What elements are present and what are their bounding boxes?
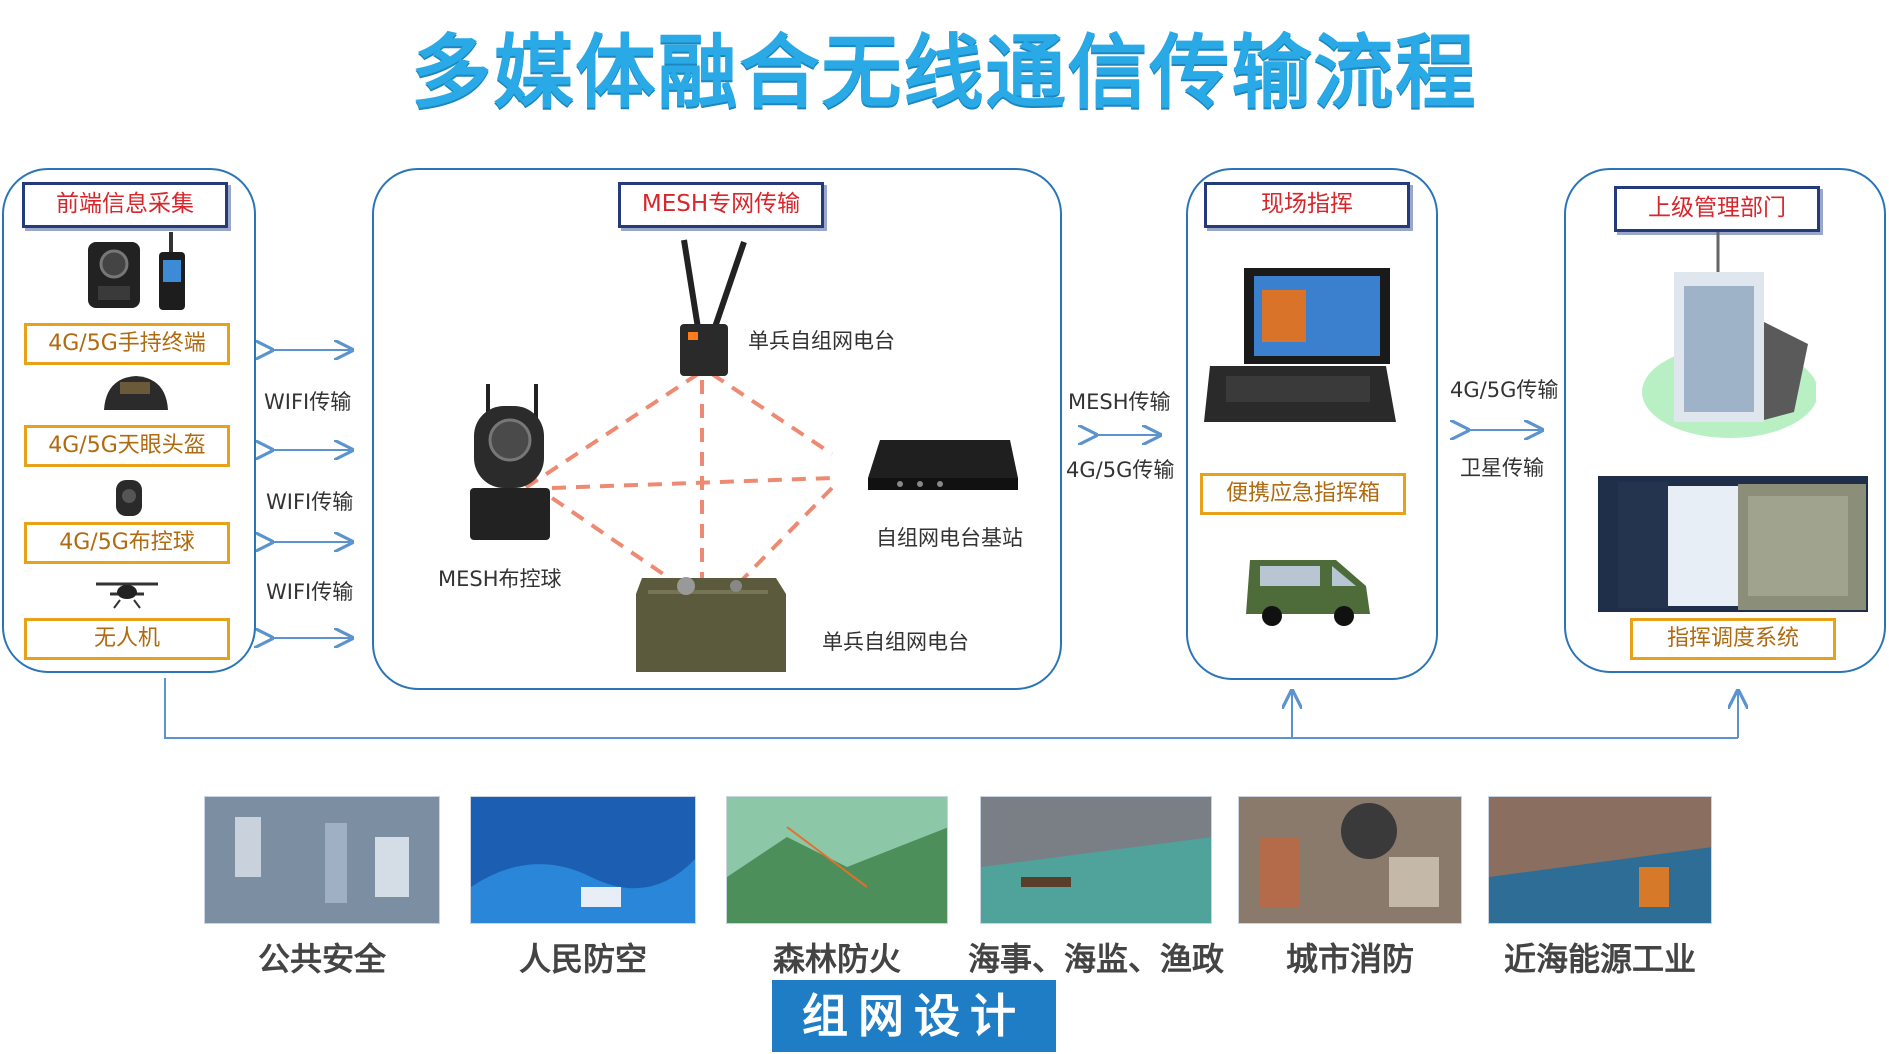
wifi-label-3: WIFI传输 — [266, 580, 354, 604]
scenario-caption-offshore-energy: 近海能源工业 — [1503, 940, 1696, 978]
label-mesh-ptz: MESH布控球 — [438, 567, 562, 591]
scenario-maritime-image — [980, 796, 1212, 924]
mesh-ptz-camera-icon — [470, 384, 550, 540]
drone-icon — [96, 582, 158, 609]
site-command-header: 现场指挥 — [1204, 182, 1410, 228]
wifi-label-2: WIFI传输 — [266, 490, 354, 514]
scenario-caption-public-safety: 公共安全 — [257, 940, 386, 978]
base-station-icon — [868, 440, 1018, 490]
wifi-label-1: WIFI传输 — [264, 390, 352, 414]
headquarters-building-icon — [1642, 232, 1816, 438]
dispatch-screen-icon — [1598, 476, 1868, 612]
label-command-box: 便携应急指挥箱 — [1200, 473, 1406, 515]
label-radio-bottom: 单兵自组网电台 — [822, 630, 969, 654]
satellite-link-label: 卫星传输 — [1460, 456, 1544, 480]
manpack-radio-top-icon — [680, 239, 747, 376]
scenario-caption-forest-fire: 森林防火 — [772, 940, 901, 978]
label-helmet-camera: 4G/5G天眼头盔 — [24, 425, 230, 467]
front-collection-header: 前端信息采集 — [22, 182, 228, 228]
scenario-civil-air-defense-image — [470, 796, 696, 924]
command-vehicle-icon — [1246, 560, 1370, 626]
scenario-caption-urban-fire: 城市消防 — [1285, 940, 1414, 978]
page-title: 多媒体融合无线通信传输流程 — [411, 26, 1478, 119]
upper-management-header: 上级管理部门 — [1614, 186, 1820, 232]
label-dispatch-system: 指挥调度系统 — [1630, 618, 1836, 660]
manpack-radio-bottom-icon — [636, 577, 786, 672]
body-camera-icon — [88, 242, 140, 308]
scenario-caption-civil-air-defense: 人民防空 — [518, 940, 647, 978]
dome-camera-icon — [116, 480, 142, 516]
scenario-offshore-energy-image — [1488, 796, 1712, 924]
footer-banner: 组网设计 — [772, 980, 1056, 1052]
handheld-radio-icon — [159, 232, 185, 310]
label-drone: 无人机 — [24, 618, 230, 660]
mesh-link-label: MESH传输 — [1068, 390, 1171, 414]
label-radio-top: 单兵自组网电台 — [748, 329, 895, 353]
scenario-forest-fire-image — [726, 796, 948, 924]
cellular-link-label-right: 4G/5G传输 — [1450, 378, 1559, 402]
helmet-camera-icon — [104, 376, 168, 410]
label-base-station: 自组网电台基站 — [876, 526, 1023, 550]
scenario-caption-maritime: 海事、海监、渔政 — [967, 940, 1224, 978]
scenario-urban-fire-image — [1238, 796, 1462, 924]
feedback-line — [164, 678, 1738, 739]
label-handheld-terminal: 4G/5G手持终端 — [24, 323, 230, 365]
command-box-icon — [1204, 268, 1396, 422]
mesh-dashed-links — [520, 372, 834, 582]
mesh-header: MESH专网传输 — [618, 182, 824, 228]
scenario-public-safety-image — [204, 796, 440, 924]
label-ptz-camera: 4G/5G布控球 — [24, 522, 230, 564]
cellular-link-label-mid: 4G/5G传输 — [1066, 458, 1175, 482]
